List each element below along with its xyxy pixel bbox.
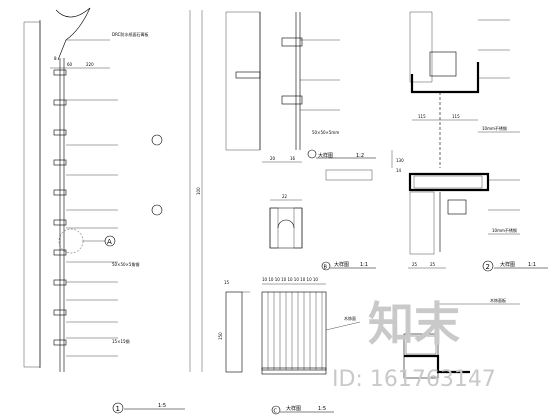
elevation-note-mid: 50×50×5角钢 xyxy=(112,261,139,267)
detail-a-note: 50×50×5mm xyxy=(312,130,339,135)
detail-b-hatch-left xyxy=(269,207,279,249)
detail-c-note: 木饰面 xyxy=(344,315,356,321)
section-upper-wall xyxy=(409,11,433,83)
section-note: 10mm不锈钢 xyxy=(482,125,507,131)
elevation-dim-60: 60 xyxy=(67,62,73,67)
detail-c-title: 大样图 xyxy=(286,405,301,412)
section-lower-bracket xyxy=(447,199,467,215)
detail-c-top-dim: 15 xyxy=(224,280,230,285)
watermark-brand: 知末 xyxy=(368,297,460,351)
section-dim-c2: 25 xyxy=(430,262,436,267)
elevation-brackets xyxy=(53,69,67,346)
view-1-number: 1 xyxy=(116,405,120,413)
section-bottom-hatch xyxy=(405,335,437,355)
marker-c: C xyxy=(274,409,278,415)
view-2-number: 2 xyxy=(486,263,490,271)
detail-c-side-profile xyxy=(225,291,243,373)
view-2-title: 大样图 xyxy=(500,261,515,268)
watermark-id: ID: 161763147 xyxy=(332,367,496,392)
view-detail-a: 50×50×5mm 20 16 大样图 1:2 xyxy=(225,11,376,181)
detail-a-anchor xyxy=(235,71,261,79)
detail-callout-circle xyxy=(58,228,84,254)
elevation-dim-220: 220 xyxy=(86,62,94,67)
section-bottom-note: 木饰面板 xyxy=(490,297,506,303)
elevation-marker-small-2 xyxy=(151,204,163,216)
section-lower-profile xyxy=(408,172,490,192)
elevation-note-top: DRC防水纸面石膏板 xyxy=(112,31,148,37)
elevation-leaders xyxy=(66,39,118,357)
section-note-2: 10mm不锈钢 xyxy=(492,227,517,233)
detail-a-dim-16: 16 xyxy=(290,156,296,161)
view-detail-b: 22 B 大样图 1:1 xyxy=(269,194,376,271)
elevation-stone-cap xyxy=(55,7,91,61)
section-lower-wall xyxy=(409,191,435,255)
elevation-wall-hatch xyxy=(23,21,41,368)
detail-c-grille-frame xyxy=(261,291,327,371)
detail-b-title: 大样图 xyxy=(334,261,349,268)
view-1-number-circle xyxy=(112,402,124,414)
detail-a-scale: 1:2 xyxy=(356,153,364,159)
elevation-marker-small xyxy=(151,134,163,146)
detail-b-hatch-right xyxy=(293,207,303,249)
view-2-scale: 1:1 xyxy=(528,262,536,268)
section-dim-b1: 130 xyxy=(396,158,404,163)
view-elevation: DRC防水纸面石膏板 50×50×5角钢 15×15钢 60 220 8 100… xyxy=(23,7,203,414)
marker-b: B xyxy=(324,265,328,271)
detail-c-scale: 1:5 xyxy=(318,406,326,412)
detail-a-bracket-1 xyxy=(281,37,303,47)
section-dim-a2: 115 xyxy=(452,114,460,119)
view-section-2: 115 115 10mm不锈钢 10mm不锈钢 130 14 25 25 2 大… xyxy=(391,11,548,379)
elevation-dim-8: 8 xyxy=(54,56,57,61)
watermark: 知末 ID: 161763147 xyxy=(332,297,496,392)
section-lower-fill xyxy=(413,175,483,189)
detail-b-profile xyxy=(269,207,303,249)
detail-c-side-dim: 150 xyxy=(218,332,223,340)
section-upper-profile xyxy=(410,62,480,94)
detail-a-title: 大样图 xyxy=(318,152,333,159)
section-bottom-profile xyxy=(404,354,470,374)
view-detail-c: 150 15 10 10 10 10 10 10 10 10 10 木饰面 C … xyxy=(218,277,361,415)
marker-c-circle xyxy=(271,405,281,415)
detail-c-slats xyxy=(267,292,323,370)
detail-b-dim-text: 22 xyxy=(282,194,288,199)
section-dim-a1: 115 xyxy=(418,114,426,119)
detail-a-bracket-2 xyxy=(281,95,303,105)
detail-a-dim-20: 20 xyxy=(270,156,276,161)
section-dim-c1: 25 xyxy=(412,262,418,267)
marker-a-label: A xyxy=(107,238,112,246)
view-1-scale: 1:5 xyxy=(158,403,166,409)
marker-b-circle xyxy=(321,261,331,271)
elevation-note-low: 15×15钢 xyxy=(112,338,130,344)
elevation-dim-overall-text: 100 xyxy=(196,187,201,195)
detail-a-tag xyxy=(325,169,373,181)
section-dim-b2: 14 xyxy=(396,168,402,173)
view-2-number-circle xyxy=(482,260,494,272)
detail-c-dim-chain: 10 10 10 10 10 10 10 10 10 xyxy=(262,277,318,282)
detail-b-scale: 1:1 xyxy=(360,262,368,268)
detail-c-base xyxy=(261,367,327,375)
detail-a-marker xyxy=(307,149,317,159)
section-upper-bracket xyxy=(429,51,457,77)
detail-a-wall-hatch xyxy=(225,11,261,151)
detail-c-leader xyxy=(325,321,361,331)
